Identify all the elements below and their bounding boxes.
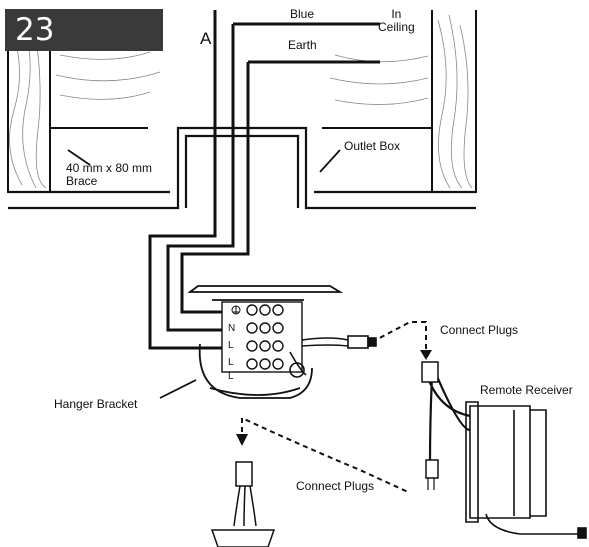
ceiling-joist-right xyxy=(431,10,477,193)
terminal-block xyxy=(221,301,303,373)
earth-wire-label: Earth xyxy=(288,38,317,52)
connect-plugs-top-label: Connect Plugs xyxy=(440,323,519,337)
earth-symbol xyxy=(231,305,241,315)
in-ceiling-label: In Ceiling xyxy=(378,7,415,34)
step-number-badge: 23 xyxy=(5,9,163,51)
remote-receiver-label: Remote Receiver xyxy=(480,383,573,397)
terminal-letter: L xyxy=(228,371,234,382)
brace-label: 40 mm x 80 mm Brace xyxy=(66,161,153,188)
point-a-label: A xyxy=(200,29,212,48)
connect-plugs-dashes xyxy=(241,321,427,493)
brace-woodgrain xyxy=(55,51,429,105)
fan-lead xyxy=(289,335,377,378)
remote-receiver xyxy=(465,401,587,539)
connect-plugs-bottom-label: Connect Plugs xyxy=(296,479,375,493)
receiver-leads xyxy=(421,361,471,490)
terminal-letter: N xyxy=(228,323,236,334)
motor-plug xyxy=(210,461,276,547)
supply-wires xyxy=(148,10,380,350)
joist-right-woodgrain xyxy=(437,14,473,189)
blue-wire-label: Blue xyxy=(290,7,315,21)
arrowheads xyxy=(236,350,432,446)
outlet-box-label: Outlet Box xyxy=(344,139,401,153)
ceiling-board xyxy=(8,126,476,210)
hanger-bracket-label: Hanger Bracket xyxy=(54,397,138,411)
leader-lines xyxy=(67,149,341,399)
terminal-letter: L xyxy=(228,340,234,351)
hanger-bracket xyxy=(187,285,344,399)
terminal-letter: L xyxy=(228,357,234,368)
